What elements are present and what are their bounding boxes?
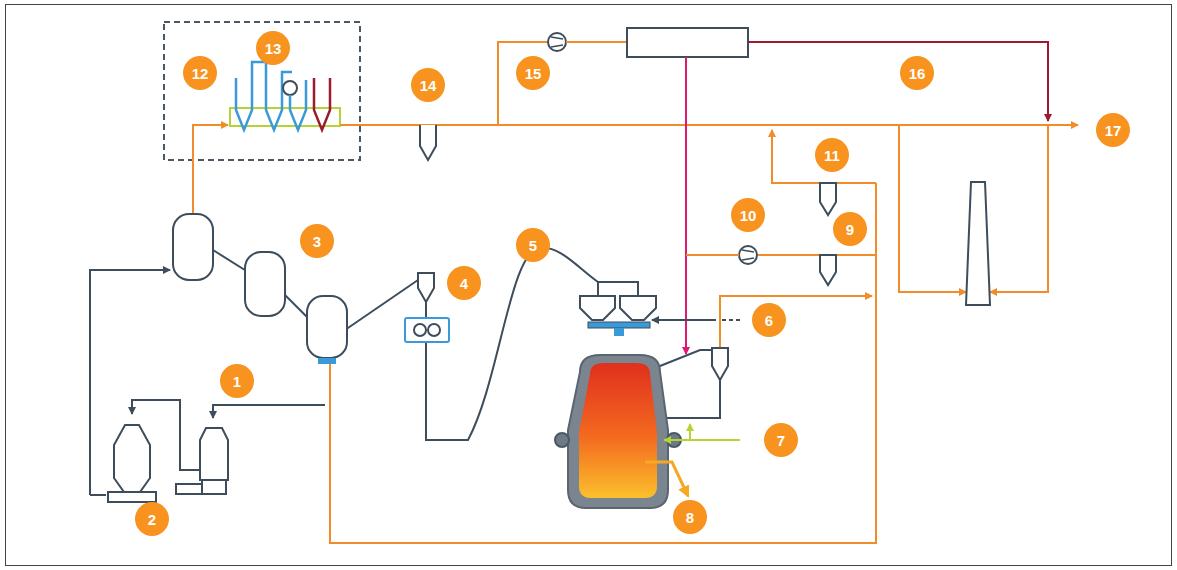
callout-text: 14	[420, 78, 437, 93]
callout-text: 12	[192, 66, 209, 81]
callout-text: 1	[233, 374, 241, 389]
callout-number: 17	[1096, 113, 1130, 147]
callout-number: 16	[900, 56, 934, 90]
callout-number: 5	[516, 228, 550, 262]
callout-number: 4	[447, 266, 481, 300]
callout-text: 11	[824, 148, 840, 163]
callout-number: 14	[411, 68, 445, 102]
callout-number: 7	[764, 423, 798, 457]
callout-number: 13	[256, 31, 290, 65]
callout-number: 12	[183, 56, 217, 90]
callout-text: 8	[686, 510, 694, 525]
callout-text: 6	[765, 313, 773, 328]
callout-number: 2	[135, 502, 169, 536]
callout-number: 6	[752, 303, 786, 337]
callout-text: 2	[148, 512, 156, 527]
callout-text: 3	[313, 234, 321, 249]
callout-number: 10	[731, 198, 765, 232]
callout-text: 9	[846, 222, 854, 237]
callout-text: 4	[460, 276, 468, 291]
callout-text: 10	[740, 208, 757, 223]
callout-number: 9	[833, 212, 867, 246]
callout-number: 3	[300, 224, 334, 258]
callout-text: 13	[265, 41, 282, 56]
callout-text: 17	[1105, 123, 1122, 138]
callout-number: 15	[516, 56, 550, 90]
callout-text: 16	[909, 66, 926, 81]
callout-number: 11	[815, 138, 849, 172]
callout-text: 5	[529, 238, 537, 253]
callout-text: 15	[525, 66, 542, 81]
callout-number: 1	[220, 364, 254, 398]
callout-text: 7	[777, 433, 785, 448]
callout-number: 8	[673, 500, 707, 534]
